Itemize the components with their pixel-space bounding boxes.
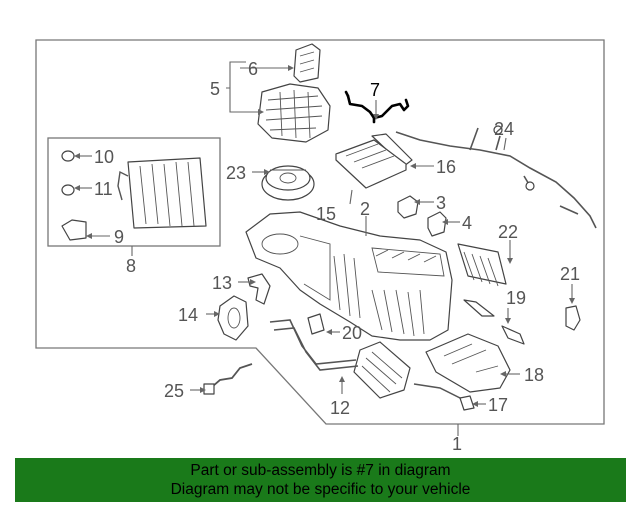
part-21-sensor bbox=[565, 305, 581, 331]
callout-labels: 6 5 7 24 16 23 15 2 3 4 22 21 19 13 14 2… bbox=[94, 59, 580, 454]
parts-diagram: 6 5 7 24 16 23 15 2 3 4 22 21 19 13 14 2… bbox=[35, 39, 605, 454]
callout-6: 6 bbox=[248, 59, 258, 79]
info-banner: Part or sub-assembly is #7 in diagram Di… bbox=[15, 458, 626, 502]
callout-18: 18 bbox=[524, 365, 544, 385]
callout-12: 12 bbox=[330, 398, 350, 418]
part-6-blower-cover bbox=[293, 43, 321, 83]
part-17-harness bbox=[413, 383, 475, 411]
callout-17: 17 bbox=[488, 395, 508, 415]
callout-24: 24 bbox=[494, 119, 514, 139]
assembly-frame bbox=[35, 39, 605, 425]
part-11-oring bbox=[61, 184, 75, 196]
part-24-main-harness bbox=[395, 125, 597, 229]
part-23-blower-motor bbox=[261, 165, 315, 201]
part-15-cabin-filter bbox=[335, 139, 407, 189]
callout-10: 10 bbox=[94, 147, 114, 167]
part-22-grille bbox=[457, 243, 507, 287]
part-3-actuator bbox=[397, 195, 419, 219]
callout-14: 14 bbox=[178, 305, 198, 325]
callout-25: 25 bbox=[164, 381, 184, 401]
callout-8: 8 bbox=[126, 256, 136, 276]
callout-15: 15 bbox=[316, 204, 336, 224]
part-19-seal bbox=[463, 299, 525, 345]
callout-3: 3 bbox=[436, 193, 446, 213]
callout-13: 13 bbox=[212, 273, 232, 293]
callout-11: 11 bbox=[94, 179, 113, 199]
part-20-clip bbox=[307, 313, 325, 335]
callout-1: 1 bbox=[452, 434, 462, 454]
callout-19: 19 bbox=[506, 288, 526, 308]
part-5-blower-housing bbox=[257, 83, 331, 143]
part-9-valve bbox=[61, 219, 87, 241]
part-18-actuator-assembly bbox=[425, 333, 511, 393]
part-7-wiring-harness bbox=[344, 90, 410, 124]
part-12-heater-core bbox=[269, 319, 411, 399]
callout-4: 4 bbox=[462, 213, 472, 233]
part-13-bracket bbox=[247, 273, 271, 305]
callout-21: 21 bbox=[560, 264, 580, 284]
callout-22: 22 bbox=[498, 222, 518, 242]
banner-line-1: Part or sub-assembly is #7 in diagram bbox=[190, 462, 451, 479]
part-25-hose bbox=[203, 363, 253, 395]
evaporator-group-box bbox=[47, 137, 221, 247]
leader-lines bbox=[74, 61, 575, 436]
callout-2: 2 bbox=[360, 199, 370, 219]
callout-9: 9 bbox=[114, 227, 124, 247]
part-4-actuator bbox=[427, 211, 447, 237]
part-14-duct bbox=[217, 295, 249, 341]
part-8-evaporator bbox=[117, 157, 207, 229]
part-10-oring bbox=[61, 150, 75, 162]
callout-23: 23 bbox=[226, 163, 246, 183]
callout-7: 7 bbox=[370, 80, 380, 100]
callout-16: 16 bbox=[436, 157, 456, 177]
callout-5: 5 bbox=[210, 79, 220, 99]
callout-20: 20 bbox=[342, 323, 362, 343]
banner-line-2: Diagram may not be specific to your vehi… bbox=[170, 481, 471, 498]
part-2-hvac-case bbox=[245, 211, 453, 341]
